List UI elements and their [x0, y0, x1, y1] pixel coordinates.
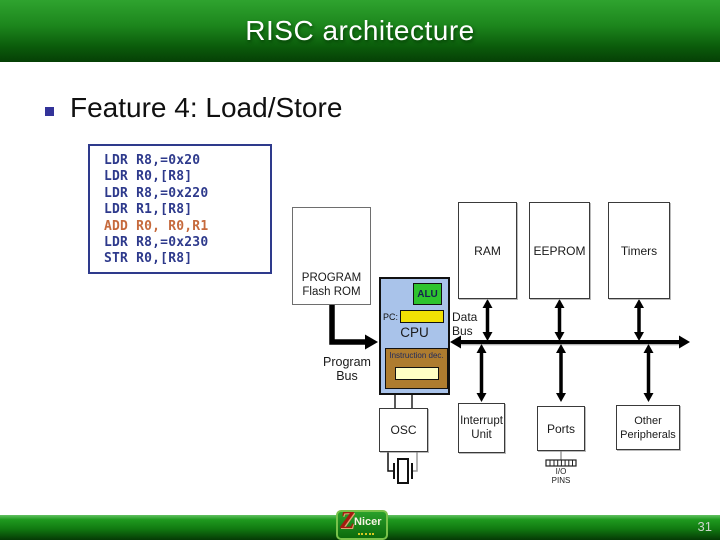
title-bar: RISC architecture: [0, 0, 720, 62]
program-bus-label-line1: Program: [323, 355, 371, 369]
program-bus-label-line2: Bus: [336, 369, 358, 383]
pc-register: [400, 310, 444, 323]
logo-z-glyph: Z: [340, 508, 355, 534]
code-line: STR R0,[R8]: [104, 251, 193, 267]
osc-box: OSC: [379, 408, 428, 452]
page-number: 31: [697, 519, 712, 534]
logo-name: Nicer: [354, 516, 382, 528]
ports-box: Ports: [537, 406, 585, 451]
instruction-decoder-box: Instruction dec.: [385, 348, 448, 389]
instruction-decoder-label: Instruction dec.: [389, 351, 444, 360]
io-pins-label: I/O PINS: [541, 467, 581, 485]
io-pins-label-line2: PINS: [551, 476, 571, 485]
code-line: LDR R8,=0x20: [104, 153, 201, 168]
logo-squiggle: [358, 533, 374, 535]
cpu-label: CPU: [400, 325, 429, 340]
assembly-code-box: LDR R8,=0x20 LDR R0,[R8] LDR R8,=0x220 L…: [88, 144, 272, 274]
flash-rom-label-line2: Flash ROM: [302, 286, 361, 298]
flash-rom-label-line1: PROGRAM: [301, 272, 362, 284]
cpu-box: ALU PC: CPU Instruction dec.: [379, 277, 450, 395]
code-line: LDR R8,=0x220: [104, 185, 209, 201]
instruction-register: [395, 367, 439, 380]
alu-box: ALU: [413, 283, 442, 305]
footer-logo: Z Nicer: [336, 508, 388, 540]
io-pins-label-line1: I/O: [555, 467, 567, 476]
program-bus-label: Program Bus: [318, 355, 376, 383]
interrupt-unit-box: Interrupt Unit: [458, 403, 505, 453]
eeprom-box: EEPROM: [529, 202, 590, 299]
other-peripherals-box: Other Peripherals: [616, 405, 680, 450]
data-bus-label-line2: Bus: [452, 324, 473, 338]
pc-label: PC:: [383, 312, 399, 322]
data-bus-label-line1: Data: [452, 310, 478, 324]
slide-title: RISC architecture: [245, 15, 475, 46]
code-line: LDR R8,=0x230: [104, 235, 209, 251]
bullet-marker: [45, 107, 54, 116]
ram-box: RAM: [458, 202, 517, 299]
bullet-text: Feature 4: Load/Store: [70, 92, 343, 123]
code-line: LDR R1,[R8]: [104, 202, 193, 218]
program-flash-rom-box: PROGRAM Flash ROM: [292, 207, 371, 305]
code-line: LDR R0,[R8]: [104, 169, 193, 185]
code-line-highlighted: ADD R0, R0,R1: [104, 218, 209, 234]
timers-box: Timers: [608, 202, 670, 299]
data-bus-label: Data Bus: [452, 310, 477, 338]
